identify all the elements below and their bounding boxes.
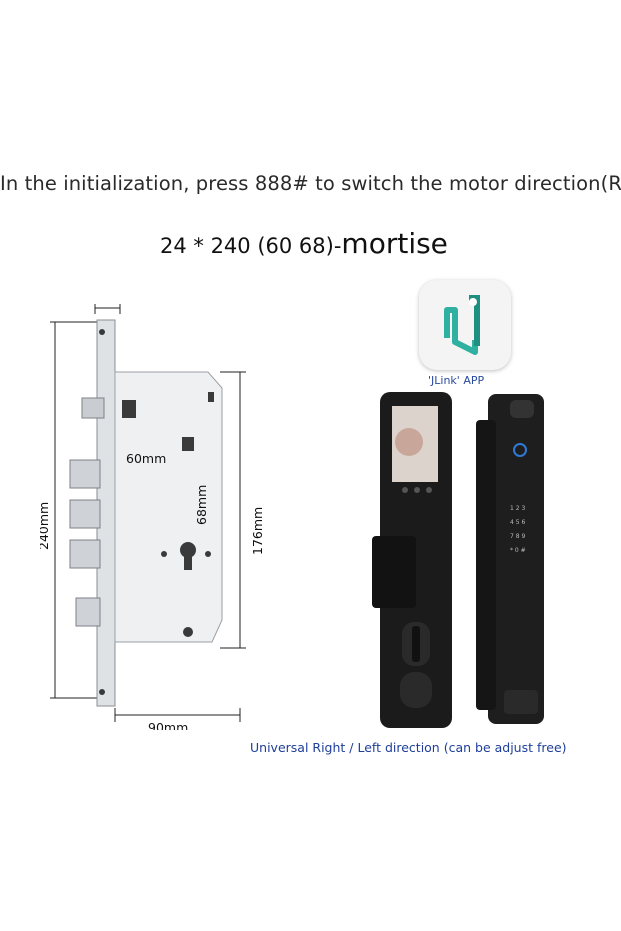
lock-handle <box>372 536 416 608</box>
mortise-diagram: 24mm 60mm 68mm 240mm 176mm 90mm <box>40 300 265 730</box>
jlink-app-icon <box>419 280 511 370</box>
svg-text:7 8 9: 7 8 9 <box>510 533 525 540</box>
svg-text:* 0 #: * 0 # <box>510 547 526 554</box>
mortise-spec-title: 24 * 240 (60 68)-mortise <box>160 227 448 260</box>
dead-bolt-4 <box>75 597 101 627</box>
direction-note: Universal Right / Left direction (can be… <box>250 740 567 755</box>
case-height-dimension-label: 176mm <box>250 507 265 555</box>
lock-key-cover <box>400 672 432 708</box>
dead-bolt-3 <box>69 539 101 569</box>
dead-bolt-1 <box>69 459 101 489</box>
latch-bolt <box>81 397 105 419</box>
case-depth-dimension-label: 90mm <box>148 720 188 730</box>
jlink-logo-icon <box>444 295 480 355</box>
svg-text:1 2 3: 1 2 3 <box>510 505 525 512</box>
svg-text:4 5 6: 4 5 6 <box>510 519 525 526</box>
width-dimension-label: 24mm <box>79 300 119 301</box>
backset-dimension-label: 60mm <box>126 451 166 466</box>
dead-bolt-2 <box>69 499 101 529</box>
spec-prefix: 24 * 240 (60 68)- <box>160 234 342 258</box>
initialization-instruction: In the initialization, press 888# to swi… <box>0 172 621 195</box>
smart-lock-side: 1 2 3 4 5 6 7 8 9 * 0 # <box>476 394 544 724</box>
center-dimension-label: 68mm <box>194 485 209 525</box>
app-caption: 'JLink' APP <box>428 374 485 387</box>
mortise-case <box>114 371 223 643</box>
mortise-holes <box>99 329 214 695</box>
smart-lock-front <box>372 392 452 728</box>
total-height-dimension-label: 240mm <box>40 502 51 550</box>
spec-word: mortise <box>341 227 448 260</box>
